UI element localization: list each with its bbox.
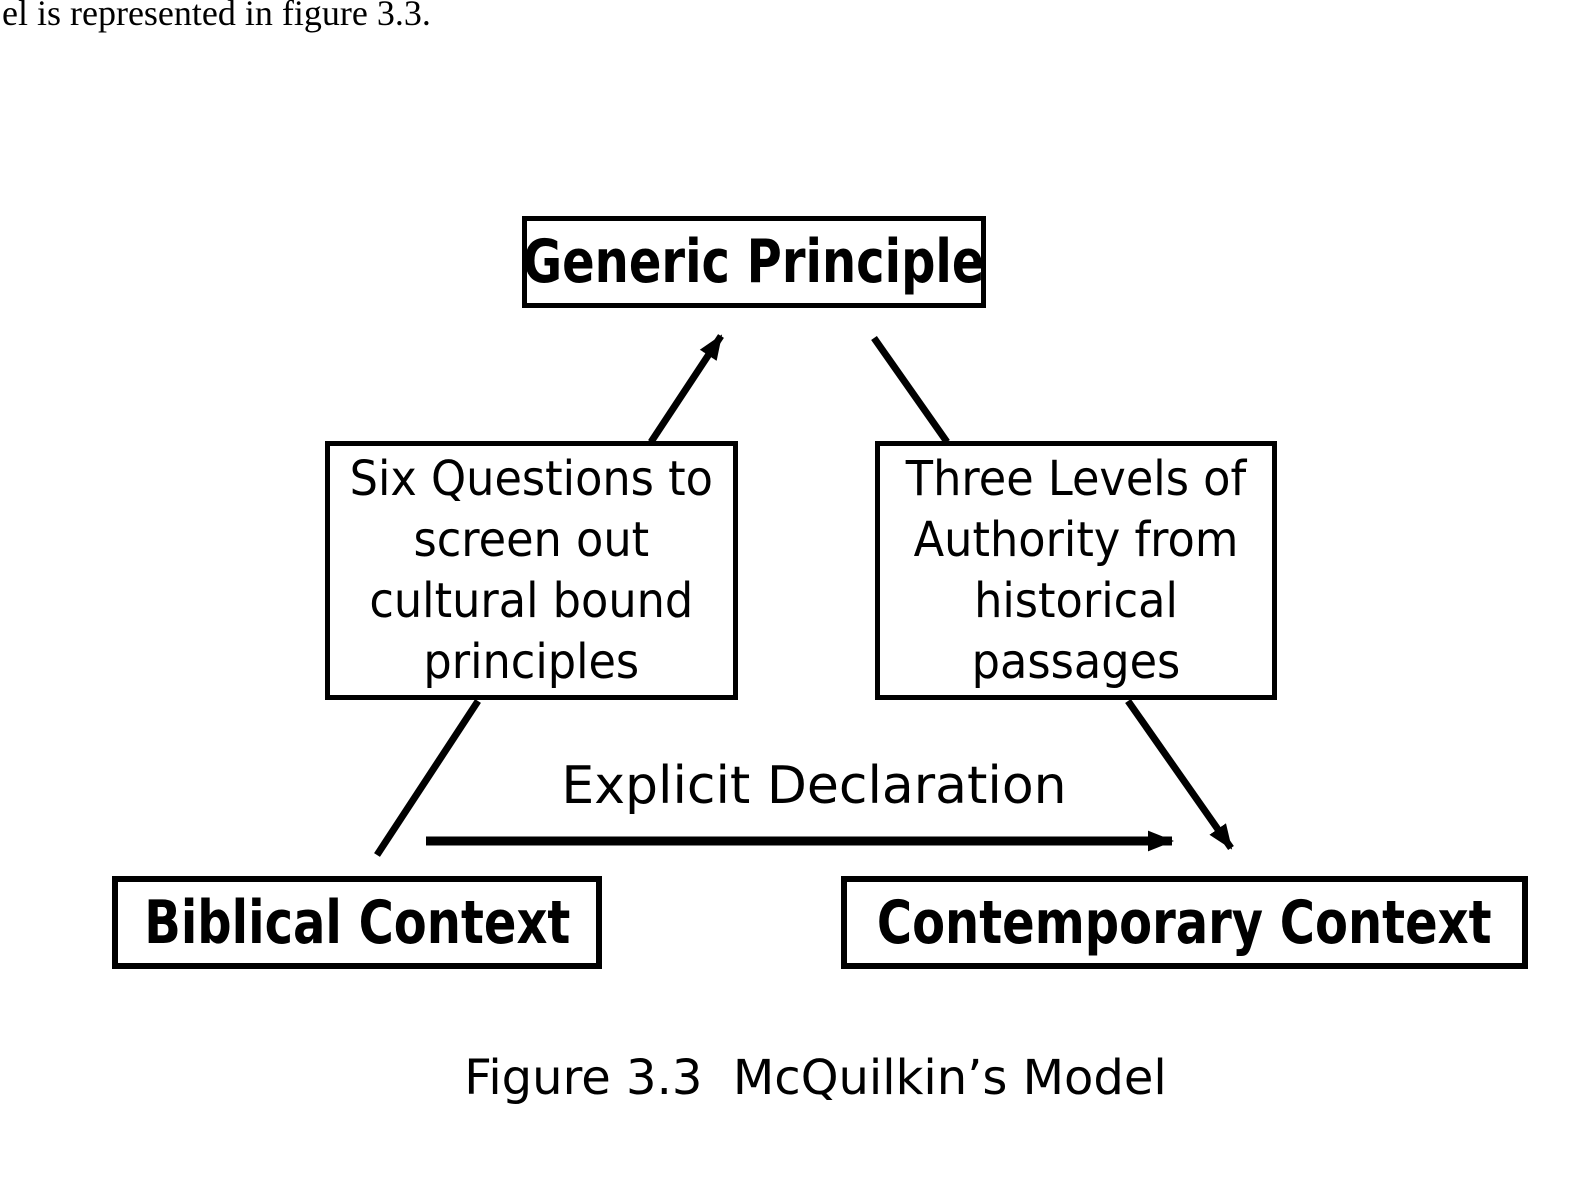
box-contemporary-context: Contemporary Context — [841, 876, 1528, 969]
edge-three-levels-to-contemporary-context — [1125, 698, 1234, 851]
box-text-line: Three Levels of — [905, 450, 1247, 507]
edge-generic-principle-to-three-levels — [871, 335, 950, 445]
box-three-levels-text: Three Levels of Authority from historica… — [906, 449, 1246, 693]
box-text-line: principles — [423, 633, 640, 690]
body-text-fragment: el is represented in figure 3.3. — [2, 0, 431, 33]
box-text-line: Authority from — [913, 511, 1239, 568]
box-text-line: historical — [974, 572, 1178, 629]
box-biblical-context-label: Biblical Context — [143, 887, 571, 958]
box-contemporary-context-label: Contemporary Context — [877, 887, 1492, 958]
box-six-questions-text: Six Questions to screen out cultural bou… — [350, 449, 713, 693]
box-text-line: cultural bound — [369, 572, 694, 629]
edge-six-questions-to-generic-principle — [648, 334, 724, 444]
box-text-line: screen out — [413, 511, 650, 568]
box-text-line: Six Questions to — [349, 450, 714, 507]
edge-label-explicit-declaration: Explicit Declaration — [561, 756, 1067, 816]
box-six-questions: Six Questions to screen out cultural bou… — [325, 441, 738, 700]
box-generic-principle: Generic Principle — [522, 216, 986, 308]
box-generic-principle-label: Generic Principle — [523, 227, 985, 297]
box-three-levels: Three Levels of Authority from historica… — [875, 441, 1277, 700]
figure-caption: Figure 3.3 McQuilkin’s Model — [464, 1050, 1167, 1106]
edge-biblical-context-to-six-questions — [374, 699, 481, 857]
box-text-line: passages — [971, 633, 1181, 690]
box-biblical-context: Biblical Context — [112, 876, 602, 969]
